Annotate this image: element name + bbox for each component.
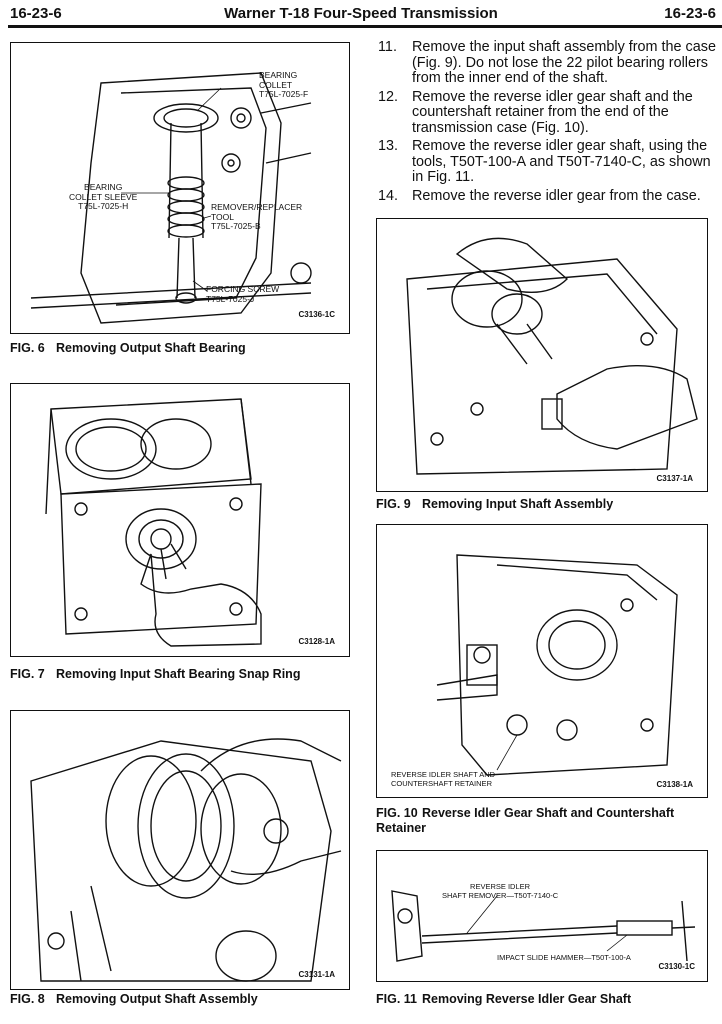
figure-number: FIG. 9 [376,497,411,511]
figure-10-illustration: REVERSE IDLER SHAFT AND COUNTERSHAFT RET… [376,524,708,798]
figure-number: FIG. 8 [10,992,45,1006]
figure-code: C3131-1A [298,970,335,979]
label-line: T75L-7025-J [206,293,255,304]
bearing-collet-sleeve-label: BEARING COLLET SLEEVE T75L-7025-H [69,182,138,212]
shaft-remover-label: REVERSE IDLER SHAFT REMOVER—T50T-7140-C [442,882,559,900]
figure-code: C3136-1C [298,310,335,319]
input-shaft-assembly-drawing [406,237,698,475]
figure-7-illustration: C3128-1A [10,383,350,657]
label-line: T75L-7025-H [78,201,129,211]
label-line: SHAFT REMOVER—T50T-7140-C [442,890,559,900]
figure-number: FIG. 7 [10,667,45,681]
figure-caption-text: Removing Output Shaft Bearing [56,341,246,355]
label-line: FORCING SCREW [206,284,280,294]
label-line: COLLET SLEEVE [69,191,138,202]
step-number: 11. [378,39,397,55]
label-line: REMOVER/REPLACER [211,202,303,212]
step-text: Remove the reverse idler gear shaft, usi… [412,138,711,185]
label-line: REVERSE IDLER SHAFT AND [391,770,496,779]
figure-number: FIG. 10 [376,806,418,820]
reverse-idler-shaft-tool-drawing [391,890,696,962]
figure-code: C3130-1C [658,962,695,971]
figure-8-caption: FIG. 8 Removing Output Shaft Assembly [10,992,350,1007]
remover-replacer-tool-label: REMOVER/REPLACER TOOL T75L-7025-B [211,202,303,232]
step-number: 13. [378,138,399,154]
bearing-collet-label: BEARING COLLET T75L-7025-F [259,70,309,100]
label-line: COLLET [259,79,293,90]
input-shaft-snap-ring-drawing [45,398,262,647]
label-line: REVERSE IDLER [470,882,531,891]
step-text: Remove the reverse idler gear shaft and … [412,88,693,136]
page-number-right: 16-23-6 [664,5,716,22]
step-13: 13. Remove the reverse idler gear shaft, … [378,138,718,186]
label-line: T75L-7025-B [211,221,261,231]
step-text: Remove the reverse idler gear from the c… [412,187,701,204]
step-12: 12. Remove the reverse idler gear shaft a… [378,88,718,137]
figure-8-illustration: C3131-1A [10,710,350,990]
procedure-steps: 11. Remove the input shaft assembly from … [378,39,718,207]
step-text: Remove the input shaft assembly from the… [412,39,716,86]
figure-code: C3138-1A [656,780,693,789]
header-rule [8,25,722,28]
figure-9-caption: FIG. 9 Removing Input Shaft Assembly [376,497,706,512]
step-number: 12. [378,88,399,105]
figure-caption-text: Reverse Idler Gear Shaft and Countershaf… [376,806,675,835]
output-shaft-assembly-drawing [30,738,342,982]
step-14: 14. Remove the reverse idler gear from th… [378,187,718,205]
label-line: BEARING [84,182,123,192]
label-line: IMPACT SLIDE HAMMER—T50T-100-A [497,953,631,962]
figure-11-caption: FIG. 11 Removing Reverse Idler Gear Shaft [376,992,706,1007]
figure-6-caption: FIG. 6 Removing Output Shaft Bearing [10,341,350,356]
figure-6-illustration: BEARING COLLET T75L-7025-F BEARING COLLE… [10,42,350,334]
forcing-screw-label: FORCING SCREW T75L-7025-J [206,284,280,304]
figure-7-caption: FIG. 7 Removing Input Shaft Bearing Snap … [10,667,350,682]
page-number-left: 16-23-6 [10,5,62,22]
figure-number: FIG. 6 [10,341,45,355]
label-line: TOOL [211,211,234,222]
step-11: 11. Remove the input shaft assembly from … [378,39,718,87]
figure-code: C3137-1A [656,474,693,483]
retainer-label: REVERSE IDLER SHAFT AND COUNTERSHAFT RET… [391,770,496,788]
figure-9-illustration: C3137-1A [376,218,708,492]
figure-caption-text: Removing Reverse Idler Gear Shaft [422,992,632,1006]
output-shaft-bearing-drawing [30,72,312,324]
label-line: T75L-7025-F [259,89,309,99]
figure-caption-text: Removing Output Shaft Assembly [56,992,258,1006]
step-number: 14. [378,187,399,204]
reverse-idler-retainer-drawing [436,554,678,776]
figure-11-illustration: REVERSE IDLER SHAFT REMOVER—T50T-7140-C … [376,850,708,982]
slide-hammer-label: IMPACT SLIDE HAMMER—T50T-100-A [497,953,631,963]
figure-caption-text: Removing Input Shaft Bearing Snap Ring [56,667,301,681]
figure-number: FIG. 11 [376,992,417,1006]
page-title: Warner T-18 Four-Speed Transmission [224,5,498,22]
label-line: BEARING [259,70,298,80]
figure-caption-text: Removing Input Shaft Assembly [422,497,614,511]
page-header: 16-23-6 Warner T-18 Four-Speed Transmiss… [0,0,722,30]
figure-code: C3128-1A [298,637,335,646]
label-line: COUNTERSHAFT RETAINER [391,778,492,788]
